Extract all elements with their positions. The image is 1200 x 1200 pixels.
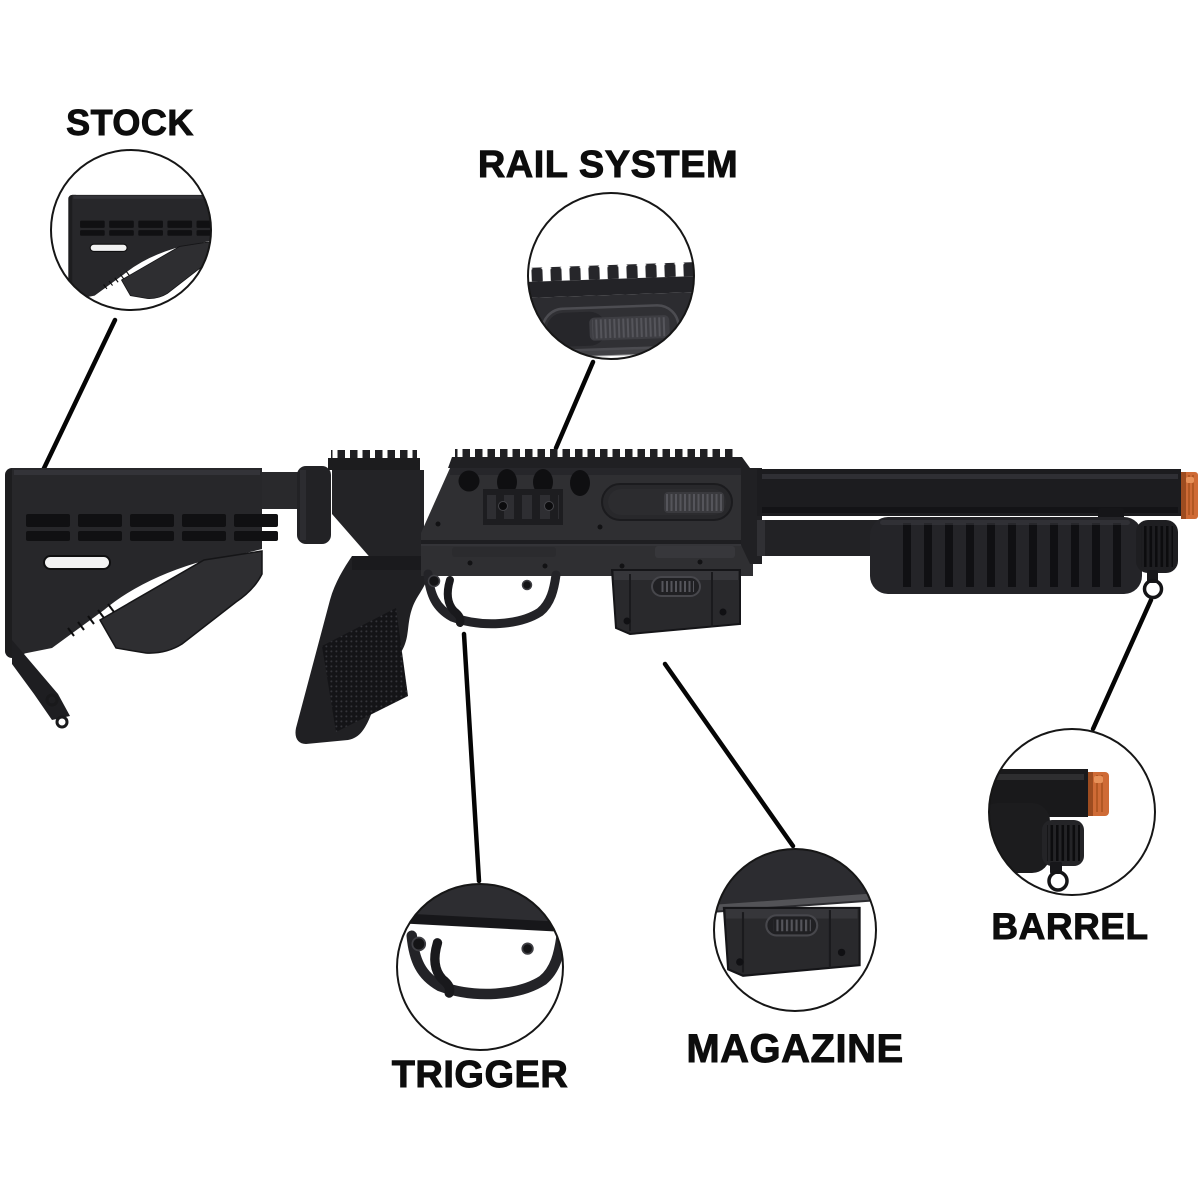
receiver-illustration bbox=[421, 449, 753, 576]
label-stock: STOCK bbox=[66, 102, 194, 144]
ejection-port-illustration bbox=[601, 483, 733, 521]
label-magazine: MAGAZINE bbox=[686, 1027, 904, 1072]
barrel-detail-inset bbox=[988, 728, 1156, 896]
rail-system-detail-inset bbox=[527, 192, 695, 360]
side-rail-illustration bbox=[483, 489, 563, 525]
trigger-detail-inset bbox=[396, 883, 564, 1051]
barrel-illustration bbox=[741, 468, 1198, 600]
shotgun-illustration bbox=[3, 449, 1198, 744]
pump-handle-illustration bbox=[870, 517, 1142, 594]
barrel-callout-line bbox=[1090, 597, 1154, 732]
magazine-callout-line bbox=[662, 661, 796, 849]
label-rail-system: RAIL SYSTEM bbox=[477, 144, 739, 187]
stock-detail-inset bbox=[50, 149, 212, 311]
trigger-callout-line bbox=[461, 631, 482, 884]
label-trigger: TRIGGER bbox=[391, 1054, 569, 1097]
rail-callout-line bbox=[553, 359, 596, 451]
pistol-grip-illustration bbox=[295, 556, 428, 744]
muzzle-tip-illustration bbox=[1181, 472, 1198, 519]
magazine-illustration bbox=[611, 569, 741, 635]
stock-illustration bbox=[3, 464, 333, 729]
callout-lines bbox=[32, 317, 1154, 884]
stock-callout-line bbox=[32, 317, 118, 490]
sling-ring-illustration bbox=[1142, 578, 1164, 600]
stock-coupling-illustration bbox=[328, 450, 424, 562]
label-barrel: BARREL bbox=[991, 906, 1149, 948]
trigger-illustration bbox=[428, 574, 556, 624]
magazine-detail-inset bbox=[713, 848, 877, 1012]
